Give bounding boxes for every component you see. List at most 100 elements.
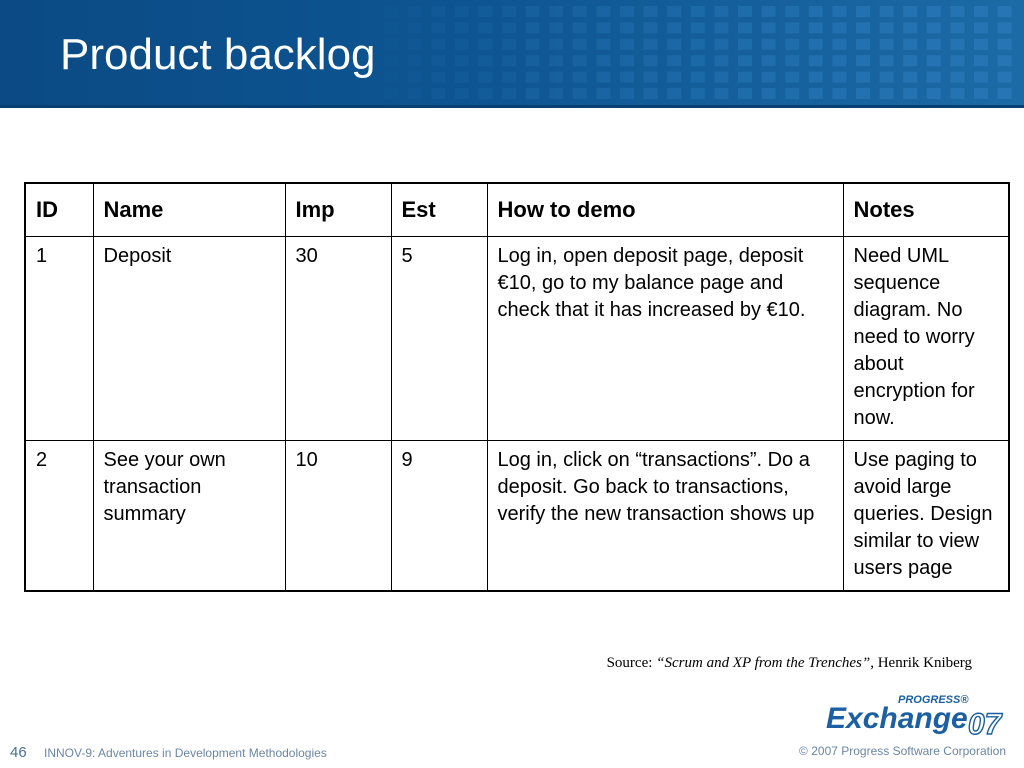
- decorative-square: [974, 22, 988, 34]
- decorative-square: [596, 6, 611, 17]
- decorative-square: [974, 71, 988, 83]
- decorative-square: [926, 22, 941, 34]
- decorative-square: [879, 38, 894, 50]
- decorative-square: [643, 38, 658, 50]
- decorative-square: [856, 88, 870, 99]
- decorative-square: [407, 22, 422, 34]
- decorative-square: [643, 71, 658, 83]
- decorative-square: [997, 38, 1012, 50]
- decorative-square: [549, 55, 564, 67]
- decorative-square: [690, 88, 705, 99]
- decorative-square: [502, 88, 516, 99]
- footer-copyright: © 2007 Progress Software Corporation: [799, 744, 1006, 758]
- decorative-square: [903, 6, 918, 17]
- decorative-square: [997, 22, 1012, 34]
- decorative-square: [643, 22, 658, 34]
- decorative-square: [856, 55, 870, 67]
- decorative-square: [738, 55, 752, 67]
- decorative-square: [997, 6, 1012, 17]
- progress-exchange-logo: PROGRESS® Exchange 07: [826, 694, 1003, 740]
- decorative-square: [431, 55, 446, 67]
- decorative-square: [478, 6, 493, 17]
- decorative-square: [832, 88, 847, 99]
- decorative-square: [832, 22, 847, 34]
- column-header-est: Est: [390, 182, 488, 237]
- decorative-square: [407, 88, 422, 99]
- decorative-square: [454, 22, 469, 34]
- decorative-square: [926, 38, 941, 50]
- decorative-square: [808, 38, 823, 50]
- decorative-square: [620, 71, 634, 83]
- decorative-square: [785, 22, 800, 34]
- decorative-square: [785, 88, 800, 99]
- cell-imp: 30: [284, 236, 392, 441]
- decorative-square: [950, 22, 965, 34]
- decorative-square: [690, 71, 705, 83]
- decorative-square: [525, 38, 540, 50]
- decorative-square: [997, 71, 1012, 83]
- slide-title: Product backlog: [60, 30, 376, 79]
- decorative-square: [761, 22, 776, 34]
- decorative-square: [761, 38, 776, 50]
- decorative-square: [667, 88, 682, 99]
- source-prefix: Source:: [606, 655, 657, 671]
- column-header-how-to-demo: How to demo: [486, 182, 844, 237]
- table-row: 2 See your own transaction summary 10 9 …: [24, 440, 1010, 592]
- decorative-square: [407, 38, 422, 50]
- decorative-square: [879, 22, 894, 34]
- decorative-square: [384, 55, 398, 67]
- decorative-square: [997, 55, 1012, 67]
- decorative-square: [808, 88, 823, 99]
- decorative-square: [974, 6, 988, 17]
- cell-name: See your own transaction summary: [92, 440, 286, 592]
- decorative-square: [525, 71, 540, 83]
- decorative-square: [431, 88, 446, 99]
- decorative-square: [572, 38, 587, 50]
- decorative-square: [974, 38, 988, 50]
- decorative-square: [950, 88, 965, 99]
- decorative-square: [502, 38, 516, 50]
- cell-notes: Use paging to avoid large queries. Desig…: [842, 440, 1010, 592]
- decorative-square: [856, 71, 870, 83]
- decorative-square: [407, 6, 422, 17]
- decorative-square: [596, 55, 611, 67]
- cell-est: 9: [390, 440, 488, 592]
- decorative-square: [572, 71, 587, 83]
- decorative-square: [620, 6, 634, 17]
- source-citation: Source: “Scrum and XP from the Trenches”…: [0, 655, 972, 672]
- column-header-imp: Imp: [284, 182, 392, 237]
- slide-number: 46: [10, 744, 27, 761]
- decorative-square: [643, 55, 658, 67]
- cell-est: 5: [390, 236, 488, 441]
- decorative-square: [502, 22, 516, 34]
- decorative-square: [785, 38, 800, 50]
- decorative-square: [620, 88, 634, 99]
- decorative-square: [478, 22, 493, 34]
- decorative-square: [879, 6, 894, 17]
- decorative-square: [667, 55, 682, 67]
- decorative-square: [431, 38, 446, 50]
- logo-exchange-text: Exchange: [826, 702, 968, 735]
- decorative-square: [454, 6, 469, 17]
- decorative-square: [761, 55, 776, 67]
- decorative-square: [384, 88, 398, 99]
- decorative-square: [785, 71, 800, 83]
- decorative-square: [714, 6, 729, 17]
- cell-id: 1: [24, 236, 94, 441]
- decorative-square: [832, 55, 847, 67]
- decorative-square: [643, 88, 658, 99]
- decorative-square: [761, 88, 776, 99]
- decorative-square: [714, 38, 729, 50]
- decorative-square: [549, 6, 564, 17]
- decorative-square: [714, 71, 729, 83]
- decorative-square: [714, 55, 729, 67]
- decorative-square: [950, 71, 965, 83]
- decorative-square: [785, 6, 800, 17]
- decorative-square: [832, 6, 847, 17]
- table-row: 1 Deposit 30 5 Log in, open deposit page…: [24, 236, 1010, 441]
- decorative-square: [808, 22, 823, 34]
- decorative-square: [761, 71, 776, 83]
- decorative-square: [384, 38, 398, 50]
- logo-year-text: 07: [968, 708, 1003, 740]
- decorative-square: [572, 22, 587, 34]
